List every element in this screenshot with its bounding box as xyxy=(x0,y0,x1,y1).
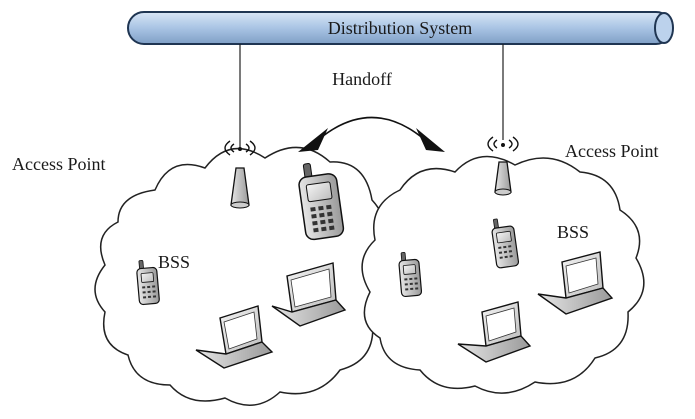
right-bss-cloud xyxy=(361,155,645,394)
bss-left-label: BSS xyxy=(158,252,190,272)
left-laptop-1-icon xyxy=(271,262,347,327)
right-access-point-icon xyxy=(487,136,519,196)
distribution-system-bus: Distribution System xyxy=(127,11,674,45)
right-phone-1-icon xyxy=(398,252,423,298)
access-point-left-label: Access Point xyxy=(12,154,106,174)
handoff-arrowhead-right xyxy=(416,128,445,152)
left-laptop-2-icon xyxy=(195,305,274,369)
bss-right-label: BSS xyxy=(557,222,589,242)
handoff-arrow xyxy=(298,116,445,152)
left-access-point-icon xyxy=(224,140,256,209)
roaming-phone-icon xyxy=(298,163,345,241)
left-phone-icon xyxy=(136,260,160,306)
right-laptop-1-icon xyxy=(537,251,614,315)
right-phone-2-icon xyxy=(491,218,520,269)
access-point-right-label: Access Point xyxy=(565,141,659,161)
distribution-system-label: Distribution System xyxy=(328,18,473,38)
handoff-label: Handoff xyxy=(332,69,392,89)
handoff-arrowhead-left xyxy=(298,128,328,152)
right-laptop-2-icon xyxy=(457,301,532,363)
